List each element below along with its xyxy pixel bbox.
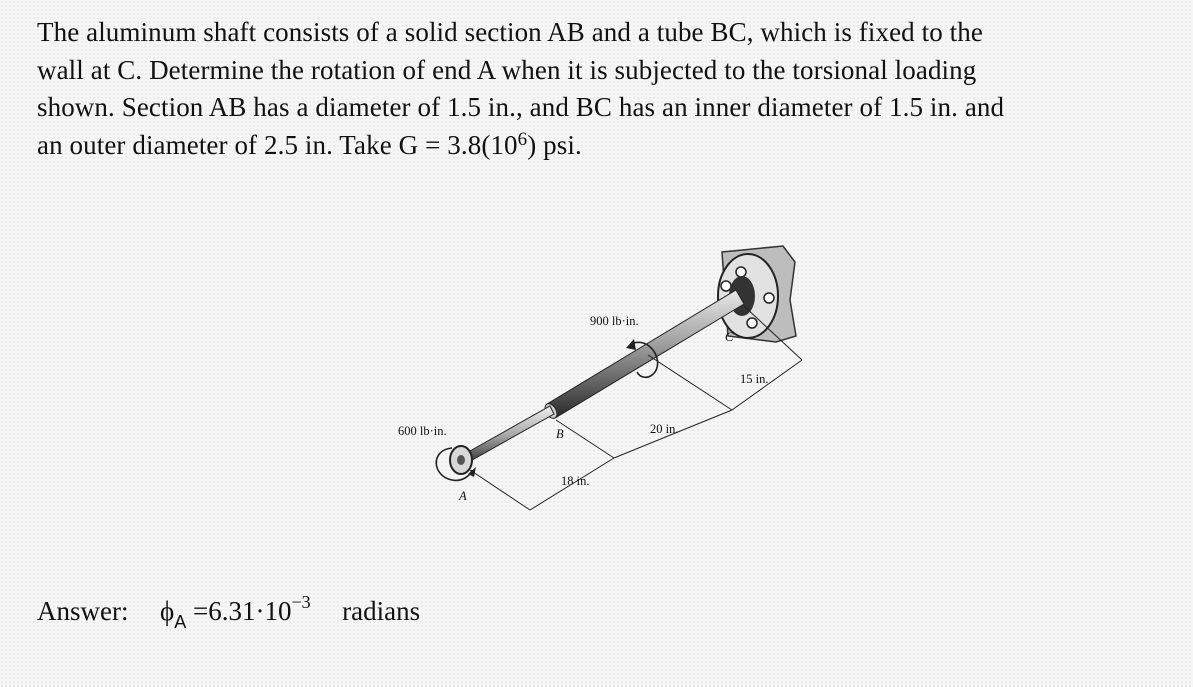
dimension-15-in: 15 in. xyxy=(740,372,768,386)
answer-exponent: −3 xyxy=(291,592,311,612)
torque-label-a: 600 lb·in. xyxy=(398,424,447,438)
rod-ab xyxy=(460,405,555,465)
problem-statement: The aluminum shaft consists of a solid s… xyxy=(37,14,1177,164)
torque-arrow-mid-icon xyxy=(630,341,659,379)
problem-line-3: shown. Section AB has a diameter of 1.5 … xyxy=(37,92,1005,122)
wall-support xyxy=(717,245,797,343)
torque-label-mid: 900 lb·in. xyxy=(590,314,639,328)
dimension-18-in: 18 in. xyxy=(561,474,589,488)
answer-unit: radians xyxy=(342,596,421,626)
torque-arrow-a-icon xyxy=(435,447,473,482)
phi-symbol: ϕ xyxy=(159,596,175,626)
problem-line-4-end: ) psi. xyxy=(527,129,582,160)
problem-line-1: The aluminum shaft consists of a solid s… xyxy=(37,17,983,47)
phi-subscript: A xyxy=(174,612,187,632)
exponent-six: 6 xyxy=(517,128,528,150)
point-label-c: C xyxy=(725,330,734,344)
dimension-lines xyxy=(469,305,803,511)
problem-line-2: wall at C. Determine the rotation of end… xyxy=(37,54,977,85)
point-label-a: A xyxy=(458,489,467,503)
answer-line: Answer: ϕA =6.31·10−3 radians xyxy=(37,592,421,632)
problem-line-4-text: an outer diameter of 2.5 in. Take G = 3.… xyxy=(37,129,518,160)
problem-line-4: an outer diameter of 2.5 in. Take G = 3.… xyxy=(37,127,1177,165)
end-a-disk xyxy=(449,445,473,475)
equals-sign: = xyxy=(192,596,209,626)
tube-bc xyxy=(544,289,745,419)
point-label-b: B xyxy=(556,427,564,441)
dimension-20-in: 20 in. xyxy=(650,422,678,436)
answer-mantissa: 6.31·10 xyxy=(208,596,292,626)
answer-label: Answer: xyxy=(37,596,129,626)
